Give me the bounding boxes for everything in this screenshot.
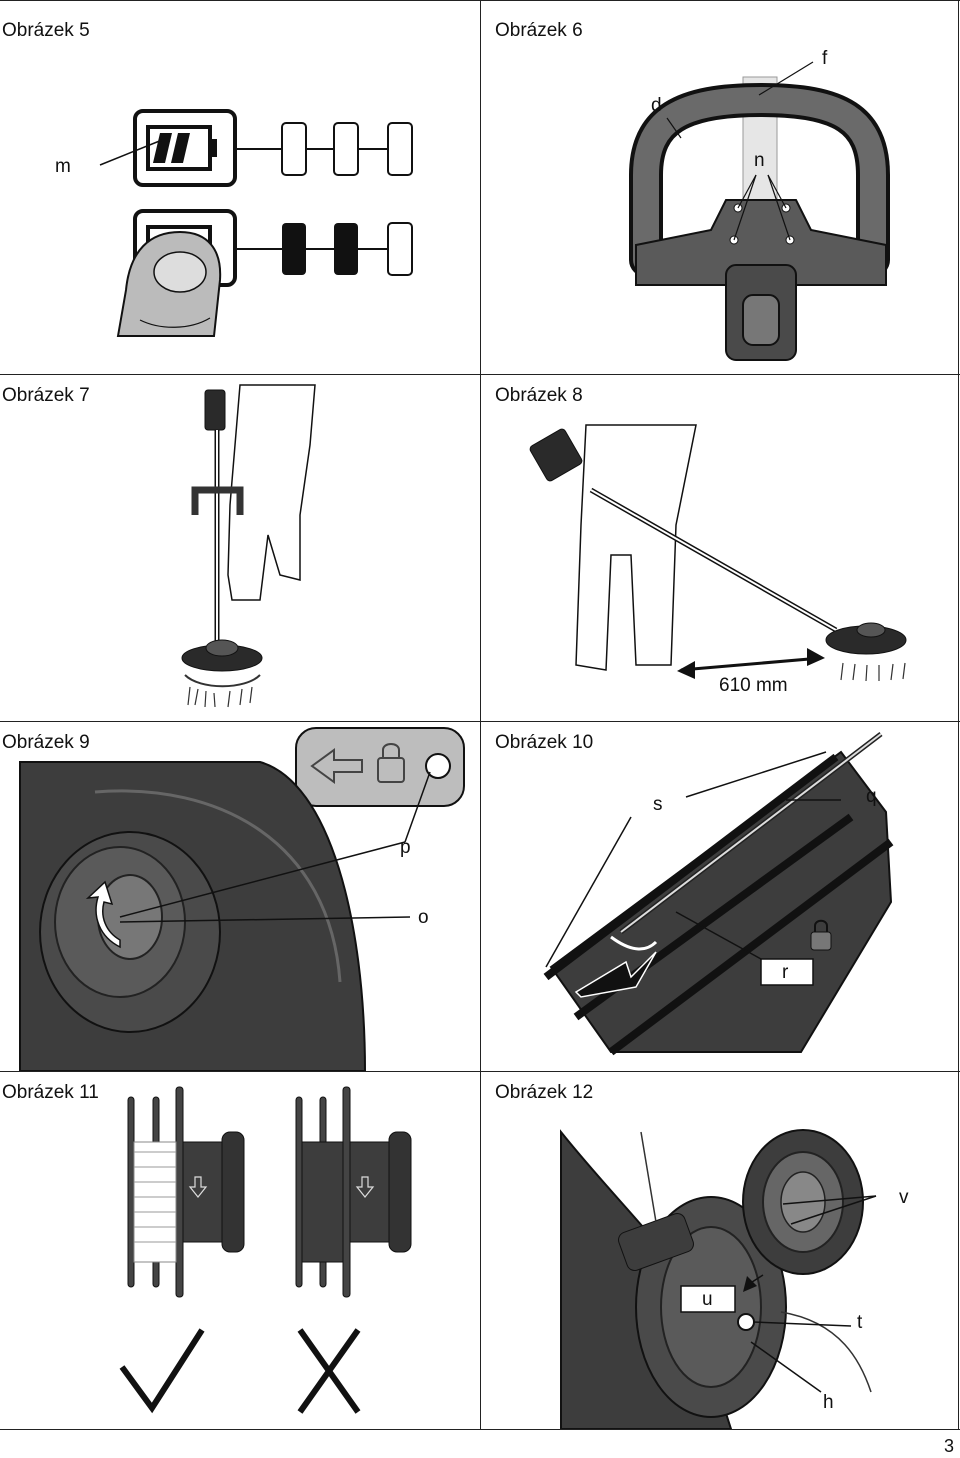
label-m: m	[55, 156, 71, 177]
spool-winding-illustration	[119, 1086, 412, 1414]
figure-6: Obrázek 6 f d n	[481, 0, 958, 374]
column-divider	[480, 0, 481, 1430]
label-p: p	[400, 837, 411, 858]
spool-insertion-illustration	[560, 1129, 877, 1429]
label-v: v	[899, 1187, 909, 1208]
finger-icon	[116, 230, 222, 337]
label-s: s	[653, 794, 663, 815]
figure-7: Obrázek 7	[0, 375, 480, 721]
label-distance: 610 mm	[719, 675, 788, 696]
figure-title: Obrázek 8	[495, 385, 583, 406]
label-h: h	[823, 1392, 834, 1413]
figure-title: Obrázek 11	[2, 1082, 99, 1103]
figure-12: Obrázek 12 v u t h	[481, 1072, 958, 1429]
figure-5: Obrázek 5	[0, 0, 480, 374]
handle-illustration	[629, 61, 890, 361]
page-number: 3	[943, 1436, 954, 1456]
check-mark-icon	[119, 1328, 205, 1414]
spool-release-illustration	[19, 727, 465, 1071]
label-o: o	[418, 907, 429, 928]
spool-line-illustration	[543, 732, 894, 1056]
cross-mark-icon	[297, 1328, 361, 1414]
figure-title: Obrázek 9	[2, 732, 90, 753]
label-f: f	[822, 48, 828, 69]
figure-9: Obrázek 9 p o	[0, 722, 480, 1071]
label-d: d	[651, 95, 662, 116]
operator-front-illustration	[181, 384, 316, 708]
figure-title: Obrázek 10	[495, 732, 594, 753]
figure-title: Obrázek 6	[495, 20, 583, 41]
operator-side-illustration	[529, 424, 907, 682]
figure-title: Obrázek 7	[2, 385, 90, 406]
rotation-arrow-icon	[85, 880, 121, 949]
figure-10: Obrázek 10 s q r	[481, 722, 958, 1071]
figure-11: Obrázek 11	[0, 1072, 480, 1429]
padlock-icon	[377, 743, 405, 783]
figure-title: Obrázek 5	[2, 20, 90, 41]
label-q: q	[866, 786, 877, 807]
label-n: n	[754, 150, 765, 171]
label-t: t	[857, 1312, 863, 1333]
arrow-left-icon	[310, 748, 363, 784]
label-r: r	[782, 962, 789, 983]
figure-8: Obrázek 8 610 mm	[481, 375, 958, 721]
battery-indicator-illustration	[99, 109, 413, 337]
right-border	[958, 0, 959, 1430]
padlock-icon	[810, 919, 832, 951]
label-u: u	[702, 1289, 713, 1310]
figure-title: Obrázek 12	[495, 1082, 594, 1103]
